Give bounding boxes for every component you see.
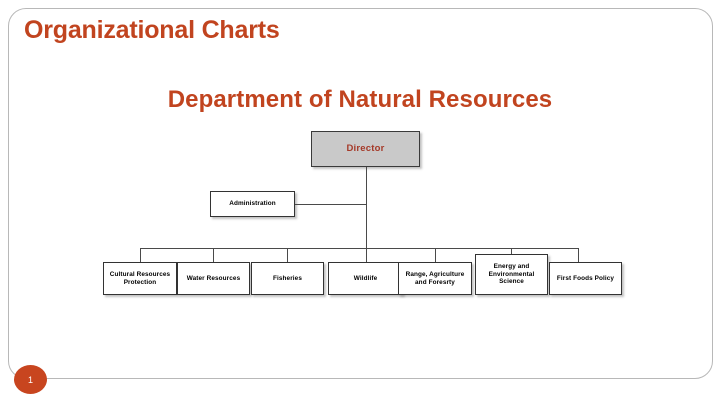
org-node-division-3[interactable]: Fisheries (251, 262, 324, 295)
org-node-division-6[interactable]: Energy and Environmental Science (475, 254, 548, 295)
connector-drop-7 (578, 248, 580, 262)
connector-administration (295, 204, 367, 206)
page-title: Organizational Charts (24, 16, 280, 44)
org-node-director[interactable]: Director (311, 131, 420, 167)
org-node-division-4[interactable]: Wildlife (328, 262, 403, 295)
org-chart-heading: Department of Natural Resources (167, 86, 553, 113)
connector-drop-6 (511, 248, 513, 254)
connector-division-bus (140, 248, 578, 250)
connector-drop-1 (140, 248, 142, 262)
org-node-administration[interactable]: Administration (210, 191, 295, 217)
org-node-division-7[interactable]: First Foods Policy (549, 262, 622, 295)
connector-drop-4 (366, 248, 368, 262)
connector-drop-2 (213, 248, 215, 262)
org-node-division-2[interactable]: Water Resources (177, 262, 250, 295)
org-node-division-1[interactable]: Cultural Resources Protection (103, 262, 177, 295)
org-node-division-5[interactable]: Range, Agriculture and Foresrty (398, 262, 472, 295)
connector-root-trunk (366, 167, 368, 249)
page-number-badge: 1 (14, 365, 47, 394)
connector-drop-5 (435, 248, 437, 262)
connector-drop-3 (287, 248, 289, 262)
